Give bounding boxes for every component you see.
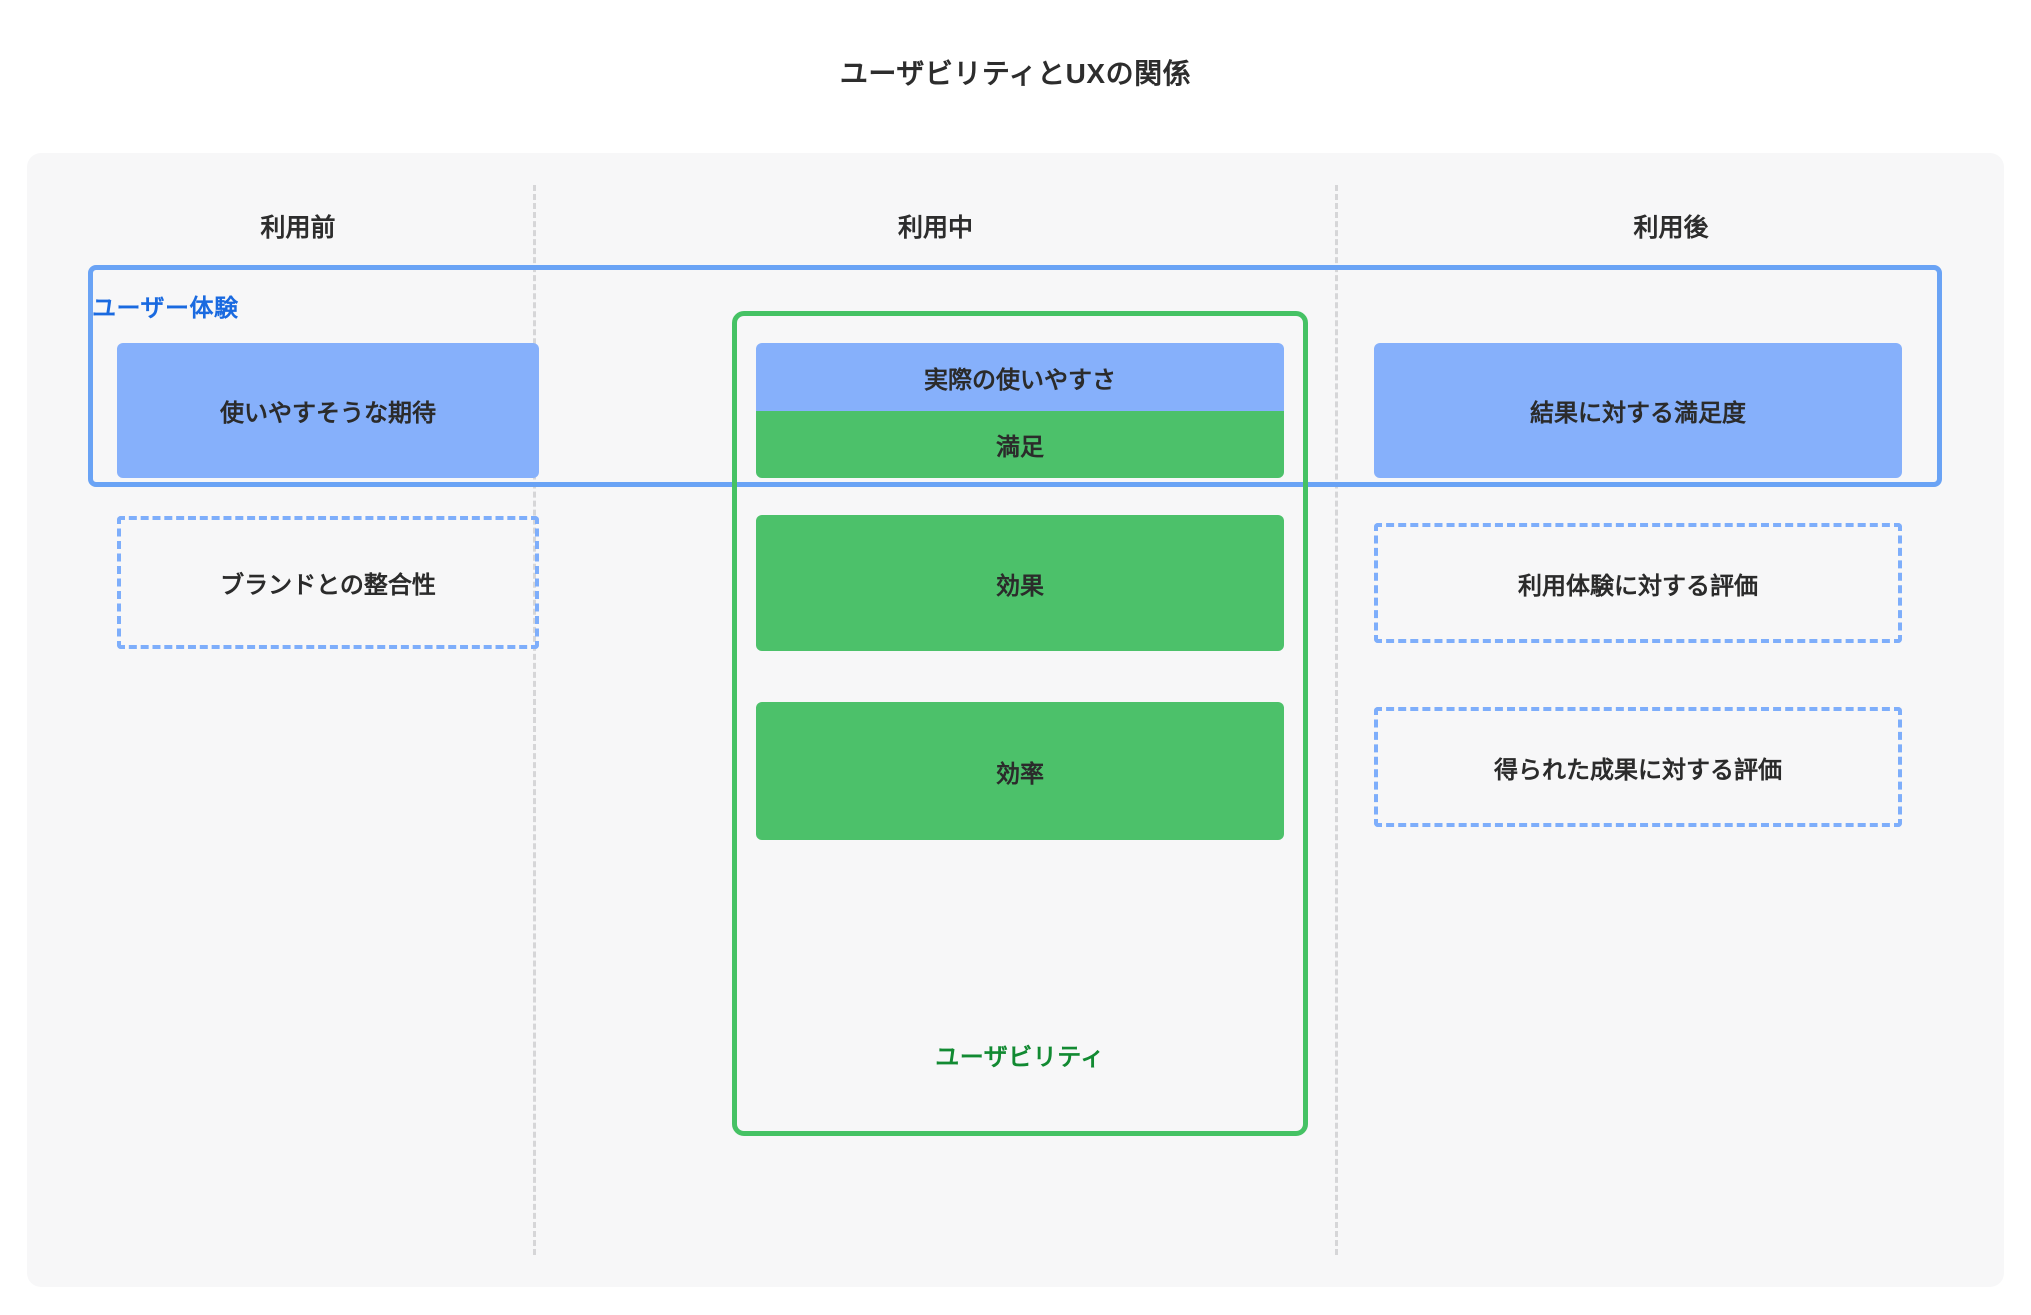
column-divider-2: [1335, 185, 1338, 1255]
card-efficiency: 効率: [756, 702, 1284, 840]
user-experience-frame-label: ユーザー体験: [92, 295, 239, 322]
page-title: ユーザビリティとUXの関係: [839, 58, 1192, 89]
column-divider-1: [533, 185, 536, 1255]
usability-frame: [732, 311, 1308, 1136]
card-brand-fit: ブランドとの整合性: [117, 516, 539, 649]
usability-frame-label: ユーザビリティ: [935, 1044, 1105, 1071]
card-result-satisfaction: 結果に対する満足度: [1374, 343, 1902, 478]
diagram-board: 利用前 利用中 利用後 ユーザー体験 ユーザビリティ 使いやすそうな期待 ブラン…: [27, 153, 2004, 1287]
card-satisfaction: 満足: [756, 411, 1284, 478]
card-effectiveness: 効果: [756, 515, 1284, 651]
user-experience-frame: [88, 265, 1942, 487]
card-actual-usability: 実際の使いやすさ: [756, 343, 1284, 411]
column-header-during-use: 利用中: [897, 214, 973, 242]
column-header-after-use: 利用後: [1633, 214, 1709, 242]
card-ux-evaluation: 利用体験に対する評価: [1374, 523, 1902, 643]
card-outcome-evaluation: 得られた成果に対する評価: [1374, 707, 1902, 827]
column-header-before-use: 利用前: [260, 214, 336, 242]
card-expectation: 使いやすそうな期待: [117, 343, 539, 478]
